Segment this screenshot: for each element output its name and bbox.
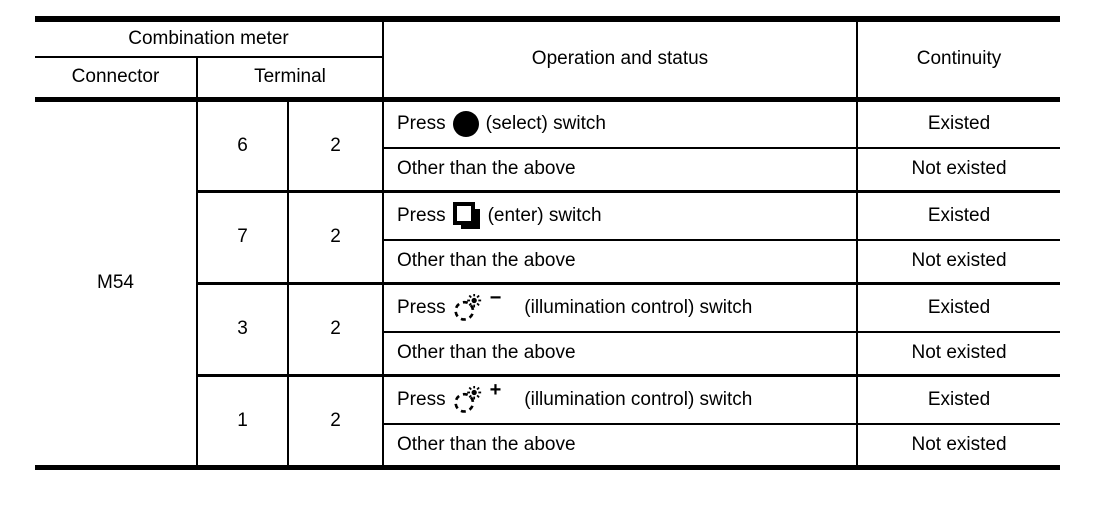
continuity-cell: Existed: [857, 191, 1060, 241]
enter-switch-icon: [452, 201, 481, 230]
continuity-cell: Not existed: [857, 240, 1060, 285]
terminal-cell-b: 2: [288, 375, 384, 470]
switch-description: (illumination control) switch: [524, 296, 753, 318]
operation-cell-press: Press + (illumination control) switch: [383, 375, 858, 425]
other-label: Other than the above: [397, 342, 576, 364]
continuity-cell: Existed: [857, 99, 1060, 149]
terminal-cell-a: 6: [197, 99, 289, 193]
terminal-cell-b: 2: [288, 283, 384, 377]
other-label: Other than the above: [397, 433, 576, 455]
illumination-control-icon: [453, 293, 481, 321]
header-combination-meter: Combination meter: [35, 19, 384, 58]
operation-cell-press: Press − (illumination control) switch: [383, 283, 858, 333]
header-operation-status: Operation and status: [383, 19, 858, 102]
illumination-control-icon: [453, 385, 481, 413]
continuity-cell: Existed: [857, 375, 1060, 425]
other-label: Other than the above: [397, 158, 576, 180]
header-continuity: Continuity: [857, 19, 1060, 102]
terminal-cell-a: 7: [197, 191, 289, 285]
continuity-cell: Not existed: [857, 148, 1060, 193]
connector-cell: M54: [35, 99, 198, 470]
terminal-cell-b: 2: [288, 99, 384, 193]
header-connector: Connector: [35, 57, 198, 102]
press-label: Press: [397, 113, 446, 135]
illumination-plus-sign: +: [489, 379, 502, 402]
illumination-minus-sign: −: [489, 287, 502, 310]
continuity-table: Combination meter Operation and status C…: [35, 16, 1060, 470]
other-label: Other than the above: [397, 250, 576, 272]
switch-description: (enter) switch: [487, 204, 602, 226]
switch-description: (illumination control) switch: [524, 388, 753, 410]
continuity-cell: Not existed: [857, 424, 1060, 470]
terminal-cell-b: 2: [288, 191, 384, 285]
press-label: Press: [397, 296, 446, 318]
press-label: Press: [397, 204, 446, 226]
continuity-cell: Not existed: [857, 332, 1060, 377]
operation-cell-other: Other than the above: [383, 240, 858, 285]
operation-cell-other: Other than the above: [383, 148, 858, 193]
press-label: Press: [397, 388, 446, 410]
header-terminal: Terminal: [197, 57, 384, 102]
operation-cell-press: Press (enter) switch: [383, 191, 858, 241]
operation-cell-other: Other than the above: [383, 332, 858, 377]
switch-description: (select) switch: [485, 113, 606, 135]
operation-cell-press: Press (select) switch: [383, 99, 858, 149]
terminal-cell-a: 1: [197, 375, 289, 470]
select-switch-icon: [452, 111, 479, 138]
terminal-cell-a: 3: [197, 283, 289, 377]
continuity-cell: Existed: [857, 283, 1060, 333]
operation-cell-other: Other than the above: [383, 424, 858, 470]
